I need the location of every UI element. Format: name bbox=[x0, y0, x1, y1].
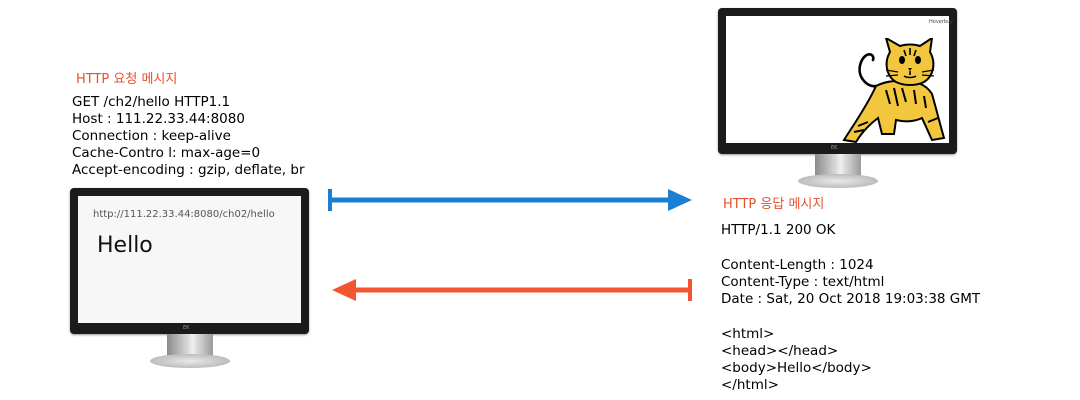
response-body: <html> <head></head> <body>Hello</body> … bbox=[721, 326, 872, 394]
request-line-2: Host : 111.22.33.44:8080 bbox=[72, 111, 245, 127]
response-body-line-3: <body>Hello</body> bbox=[721, 360, 872, 376]
client-browser-screen: http://111.22.33.44:8080/ch02/hello Hell… bbox=[78, 196, 301, 323]
server-monitor-stand bbox=[798, 174, 878, 188]
response-body-line-4: </html> bbox=[721, 377, 779, 393]
client-monitor: http://111.22.33.44:8080/ch02/hello Hell… bbox=[70, 188, 310, 380]
response-arrow bbox=[332, 279, 692, 301]
request-line-3: Connection : keep-alive bbox=[72, 128, 231, 144]
response-header-3: Date : Sat, 20 Oct 2018 19:03:38 GMT bbox=[721, 291, 981, 307]
server-monitor-corner-brand: Hoverbuy bbox=[929, 19, 954, 25]
request-title: HTTP 요청 메시지 bbox=[76, 72, 178, 87]
response-header-2: Content-Type : text/html bbox=[721, 274, 885, 290]
server-monitor-badge: EK bbox=[831, 145, 838, 151]
page-content-hello: Hello bbox=[97, 233, 153, 258]
request-line-5: Accept-encoding : gzip, deflate, br bbox=[72, 162, 305, 178]
request-line-4: Cache-Contro l: max-age=0 bbox=[72, 145, 261, 161]
request-message: GET /ch2/hello HTTP1.1 Host : 111.22.33.… bbox=[72, 94, 305, 179]
response-title: HTTP 응답 메시지 bbox=[723, 197, 825, 212]
client-monitor-badge: EK bbox=[183, 325, 190, 331]
tomcat-logo-icon bbox=[842, 38, 946, 144]
browser-url: http://111.22.33.44:8080/ch02/hello bbox=[93, 209, 275, 220]
server-monitor: Hoverbuy EK bbox=[718, 8, 958, 200]
response-headers: Content-Length : 1024 Content-Type : tex… bbox=[721, 257, 980, 308]
request-arrow bbox=[328, 189, 692, 211]
client-monitor-bezel: http://111.22.33.44:8080/ch02/hello Hell… bbox=[70, 188, 309, 334]
response-status-line: HTTP/1.1 200 OK bbox=[721, 222, 836, 238]
response-body-line-1: <html> bbox=[721, 326, 775, 342]
request-line-1: GET /ch2/hello HTTP1.1 bbox=[72, 94, 231, 110]
response-body-line-2: <head></head> bbox=[721, 343, 839, 359]
response-header-1: Content-Length : 1024 bbox=[721, 257, 874, 273]
server-screen: Hoverbuy bbox=[726, 16, 953, 144]
server-monitor-bezel: Hoverbuy EK bbox=[718, 8, 957, 154]
client-monitor-stand bbox=[150, 354, 230, 368]
